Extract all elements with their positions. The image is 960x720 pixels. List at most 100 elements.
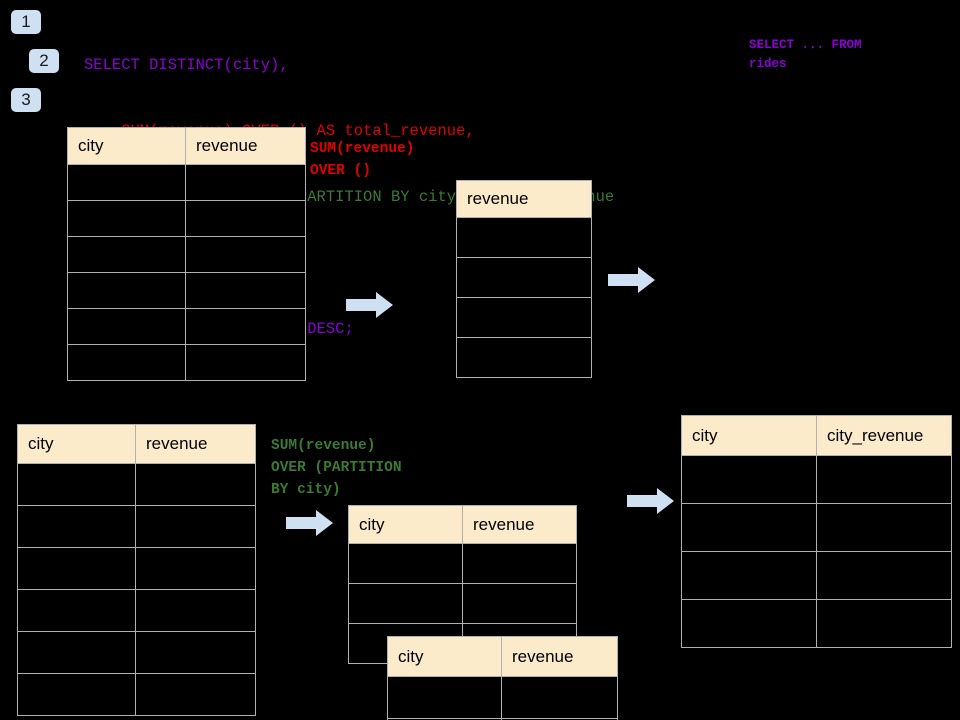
table-row[interactable] xyxy=(456,337,592,378)
table-row[interactable] xyxy=(456,217,592,258)
table-cell[interactable] xyxy=(135,631,256,674)
table-row[interactable] xyxy=(456,297,592,338)
table-row[interactable] xyxy=(67,308,306,345)
table-cell[interactable] xyxy=(185,308,306,345)
table-row[interactable] xyxy=(681,503,952,552)
table-cell[interactable] xyxy=(185,200,306,237)
column-header-city: city xyxy=(348,505,463,544)
arrow-total-to-result-icon xyxy=(608,265,656,295)
table-cell[interactable] xyxy=(67,344,186,381)
table-header-row: revenue xyxy=(456,180,592,218)
table-cell[interactable] xyxy=(681,455,817,504)
table-cell[interactable] xyxy=(456,217,592,258)
table-row[interactable] xyxy=(67,200,306,237)
table-row[interactable] xyxy=(67,164,306,201)
table-cell[interactable] xyxy=(185,272,306,309)
column-header-city_revenue: city_revenue xyxy=(816,415,952,456)
column-header-revenue: revenue xyxy=(501,636,618,677)
table-row[interactable] xyxy=(67,236,306,273)
table-row[interactable] xyxy=(387,676,618,719)
table-row[interactable] xyxy=(681,599,952,648)
table-cell[interactable] xyxy=(456,257,592,298)
step-badge-1[interactable]: 1 xyxy=(11,10,41,34)
table-cell[interactable] xyxy=(681,551,817,600)
table-row[interactable] xyxy=(387,718,618,720)
table-cell[interactable] xyxy=(17,673,136,716)
column-header-revenue: revenue xyxy=(185,127,306,165)
table-cell[interactable] xyxy=(67,272,186,309)
column-header-revenue: revenue xyxy=(462,505,577,544)
table-cell[interactable] xyxy=(462,543,577,584)
table-cell[interactable] xyxy=(816,455,952,504)
table-cell[interactable] xyxy=(816,599,952,648)
table-cell[interactable] xyxy=(185,236,306,273)
table-cell[interactable] xyxy=(135,505,256,548)
arrow-partition-to-result-icon xyxy=(627,486,675,516)
table-row[interactable] xyxy=(67,272,306,309)
table-cell[interactable] xyxy=(67,200,186,237)
column-header-city: city xyxy=(681,415,817,456)
table-cell[interactable] xyxy=(501,676,618,719)
table-cell[interactable] xyxy=(67,308,186,345)
table-cell[interactable] xyxy=(681,503,817,552)
table-cell[interactable] xyxy=(67,236,186,273)
table-row[interactable] xyxy=(348,543,577,584)
arrow-source-to-partition-icon xyxy=(286,508,334,538)
table-cell[interactable] xyxy=(135,673,256,716)
table-row[interactable] xyxy=(67,344,306,381)
column-header-revenue: revenue xyxy=(456,180,592,218)
table-cell[interactable] xyxy=(185,164,306,201)
table-cell[interactable] xyxy=(135,463,256,506)
arrow-source-to-total-icon xyxy=(346,290,394,320)
table-row[interactable] xyxy=(456,257,592,298)
table-cell[interactable] xyxy=(135,547,256,590)
table-cell[interactable] xyxy=(348,583,463,624)
column-header-revenue: revenue xyxy=(135,424,256,464)
table-cell[interactable] xyxy=(185,344,306,381)
annotation-select-from: SELECT ... FROM rides xyxy=(749,38,862,71)
table-cell[interactable] xyxy=(681,599,817,648)
table-row[interactable] xyxy=(17,547,256,590)
table-cell[interactable] xyxy=(816,503,952,552)
table-cell[interactable] xyxy=(387,676,502,719)
column-header-city: city xyxy=(387,636,502,677)
table-cell[interactable] xyxy=(501,718,618,720)
table-row[interactable] xyxy=(17,631,256,674)
table-cell[interactable] xyxy=(17,463,136,506)
table-cell[interactable] xyxy=(17,547,136,590)
table-cell[interactable] xyxy=(456,297,592,338)
table-cell[interactable] xyxy=(17,631,136,674)
total-revenue-table[interactable]: revenue xyxy=(456,180,592,378)
table-row[interactable] xyxy=(17,463,256,506)
table-cell[interactable] xyxy=(67,164,186,201)
table-row[interactable] xyxy=(17,505,256,548)
column-header-city: city xyxy=(67,127,186,165)
table-cell[interactable] xyxy=(816,551,952,600)
table-cell[interactable] xyxy=(348,543,463,584)
table-row[interactable] xyxy=(17,673,256,716)
annotation-sum-over-partition: SUM(revenue) OVER (PARTITION BY city) xyxy=(271,438,402,498)
step-badge-3[interactable]: 3 xyxy=(11,88,41,112)
table-cell[interactable] xyxy=(135,589,256,632)
table-cell[interactable] xyxy=(462,583,577,624)
table-row[interactable] xyxy=(681,455,952,504)
table-cell[interactable] xyxy=(17,589,136,632)
table-cell[interactable] xyxy=(17,505,136,548)
column-header-city: city xyxy=(17,424,136,464)
sql-line-1: SELECT DISTINCT(city), xyxy=(84,56,289,74)
table-row[interactable] xyxy=(348,583,577,624)
table-cell[interactable] xyxy=(456,337,592,378)
table-row[interactable] xyxy=(681,551,952,600)
table-row[interactable] xyxy=(17,589,256,632)
step-badge-2[interactable]: 2 xyxy=(29,49,59,73)
